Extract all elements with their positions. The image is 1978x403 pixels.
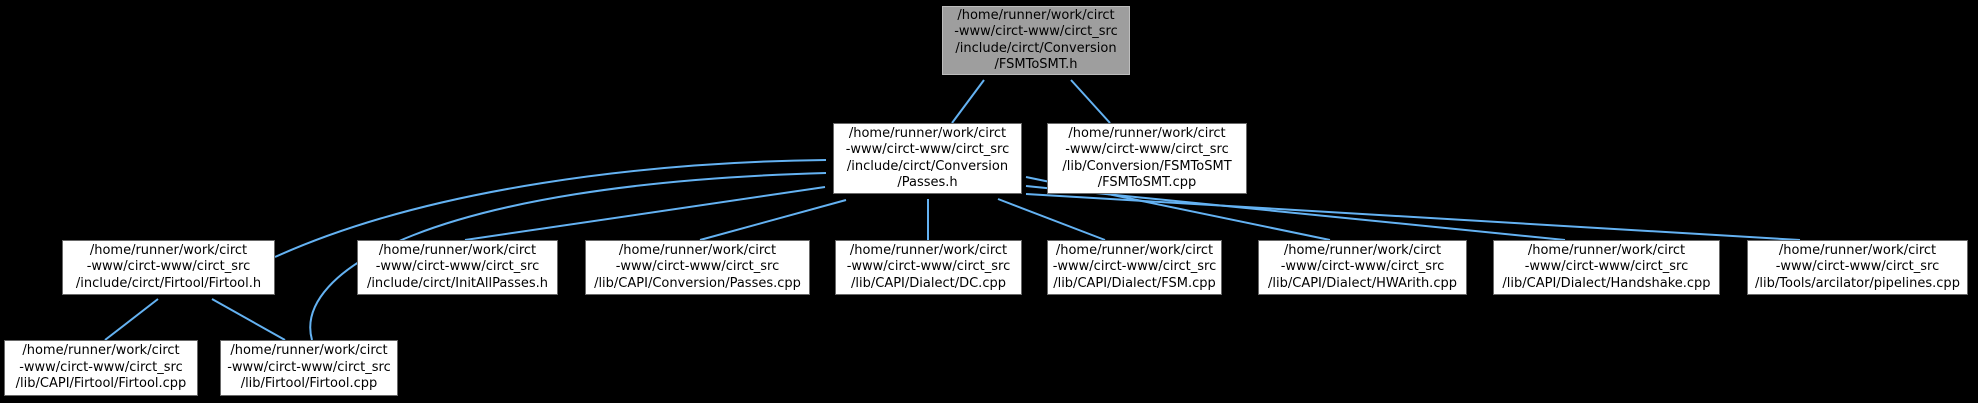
node-label-line: /home/runner/work/circt [1283, 242, 1442, 258]
edge-lib_firtool_firtool_cpp-to-firtool_h [211, 298, 286, 341]
node-label-line: -www/circt-www/circt_src [375, 259, 540, 275]
edge-capi_conversion_passes_cpp-to-passes_h [699, 199, 847, 241]
edge-capi_dialect_fsm_cpp-to-passes_h [997, 198, 1106, 241]
node-label-line: /home/runner/work/circt [1778, 242, 1937, 258]
edge-tools_arcilator_pipelines_cpp-to-passes_h [1025, 193, 1801, 241]
node-label-line: /lib/CAPI/Dialect/HWArith.cpp [1268, 275, 1457, 291]
node-label-line: /home/runner/work/circt [1068, 125, 1226, 141]
node-label-line: -www/circt-www/circt_src [1280, 259, 1445, 275]
node-label-line: -www/circt-www/circt_src [615, 259, 780, 275]
node-label-line: /FSMToSMT.h [994, 57, 1078, 72]
node-label-line: -www/circt-www/circt_src [19, 359, 183, 375]
graph-node-capi_conversion_passes_cpp[interactable]: /home/runner/work/circt-www/circt-www/ci… [585, 240, 810, 295]
node-label-line: /lib/CAPI/Conversion/Passes.cpp [594, 275, 801, 291]
edge-firtool_h-to-passes_h [274, 159, 827, 258]
graph-node-capi_dialect_handshake_cpp[interactable]: /home/runner/work/circt-www/circt-www/ci… [1493, 240, 1720, 295]
node-label-line: /include/circt/Conversion [955, 40, 1117, 56]
edge-capi_dialect_handshake_cpp-to-passes_h [1025, 185, 1566, 241]
node-label-line: /include/circt/InitAllPasses.h [366, 275, 549, 291]
node-label-line: -www/circt-www/circt_src [86, 259, 251, 275]
node-label-line: -www/circt-www/circt_src [1065, 142, 1229, 157]
graph-node-initallpasses_h[interactable]: /home/runner/work/circt-www/circt-www/ci… [357, 240, 558, 295]
node-label-line: /include/circt/Firtool/Firtool.h [75, 275, 262, 291]
edge-capi_firtool_firtool_cpp-to-firtool_h [104, 298, 159, 341]
node-label-line: /home/runner/work/circt [378, 242, 537, 258]
node-label-line: -www/circt-www/circt_src [1052, 259, 1217, 275]
node-label-line: /home/runner/work/circt [957, 7, 1115, 23]
graph-node-fsmtosmt_h[interactable]: /home/runner/work/circt-www/circt-www/ci… [942, 6, 1130, 75]
node-label-line: /home/runner/work/circt [848, 125, 1007, 141]
node-label-line: -www/circt-www/circt_src [845, 142, 1010, 157]
graph-node-fsmtosmt_cpp[interactable]: /home/runner/work/circt-www/circt-www/ci… [1047, 123, 1247, 194]
node-label-line: /lib/CAPI/Dialect/FSM.cpp [1053, 275, 1216, 291]
node-label-line: /home/runner/work/circt [618, 242, 777, 258]
graph-node-tools_arcilator_pipelines_cpp[interactable]: /home/runner/work/circt-www/circt-www/ci… [1747, 240, 1968, 295]
node-label-line: /home/runner/work/circt [230, 343, 388, 359]
graph-node-capi_dialect_hwarith_cpp[interactable]: /home/runner/work/circt-www/circt-www/ci… [1258, 240, 1467, 295]
node-label-line: -www/circt-www/circt_src [227, 359, 391, 375]
node-label-line: /lib/CAPI/Firtool/Firtool.cpp [15, 376, 187, 392]
node-label-line: -www/circt-www/circt_src [1524, 259, 1689, 275]
edge-passes_h-to-fsmtosmt_h [951, 79, 985, 124]
node-label-line: /home/runner/work/circt [89, 242, 248, 258]
node-label-line: /Passes.h [897, 175, 958, 190]
edge-lib_firtool_firtool_cpp-to-passes_h [309, 172, 827, 341]
graph-node-capi_firtool_firtool_cpp[interactable]: /home/runner/work/circt-www/circt-www/ci… [4, 340, 198, 396]
graph-node-passes_h[interactable]: /home/runner/work/circt-www/circt-www/ci… [833, 123, 1022, 194]
node-label-line: /include/circt/Conversion [846, 158, 1009, 174]
graph-node-capi_dialect_fsm_cpp[interactable]: /home/runner/work/circt-www/circt-www/ci… [1047, 240, 1222, 295]
node-label-line: -www/circt-www/circt_src [954, 24, 1118, 39]
node-label-line: -www/circt-www/circt_src [1775, 259, 1940, 275]
node-label-line: /lib/CAPI/Dialect/DC.cpp [851, 275, 1006, 291]
edge-initallpasses_h-to-passes_h [464, 186, 826, 241]
node-label-line: /FSMToSMT.cpp [1097, 175, 1197, 190]
graph-node-lib_firtool_firtool_cpp[interactable]: /home/runner/work/circt-www/circt-www/ci… [220, 340, 398, 396]
node-label-line: -www/circt-www/circt_src [846, 259, 1011, 275]
node-label-line: /lib/Conversion/FSMToSMT [1062, 158, 1232, 174]
node-label-line: /lib/Firtool/Firtool.cpp [240, 376, 378, 392]
node-label-line: /home/runner/work/circt [22, 343, 180, 359]
graph-node-capi_dialect_dc_cpp[interactable]: /home/runner/work/circt-www/circt-www/ci… [835, 240, 1022, 295]
node-label-line: /lib/Tools/arcilator/pipelines.cpp [1755, 275, 1960, 291]
node-label-line: /home/runner/work/circt [849, 242, 1008, 258]
node-label-line: /home/runner/work/circt [1527, 242, 1686, 258]
node-label-line: /lib/CAPI/Dialect/Handshake.cpp [1502, 275, 1711, 291]
node-label-line: /home/runner/work/circt [1055, 242, 1214, 258]
edge-fsmtosmt_cpp-to-fsmtosmt_h [1070, 79, 1111, 124]
graph-node-firtool_h[interactable]: /home/runner/work/circt-www/circt-www/ci… [62, 240, 275, 295]
